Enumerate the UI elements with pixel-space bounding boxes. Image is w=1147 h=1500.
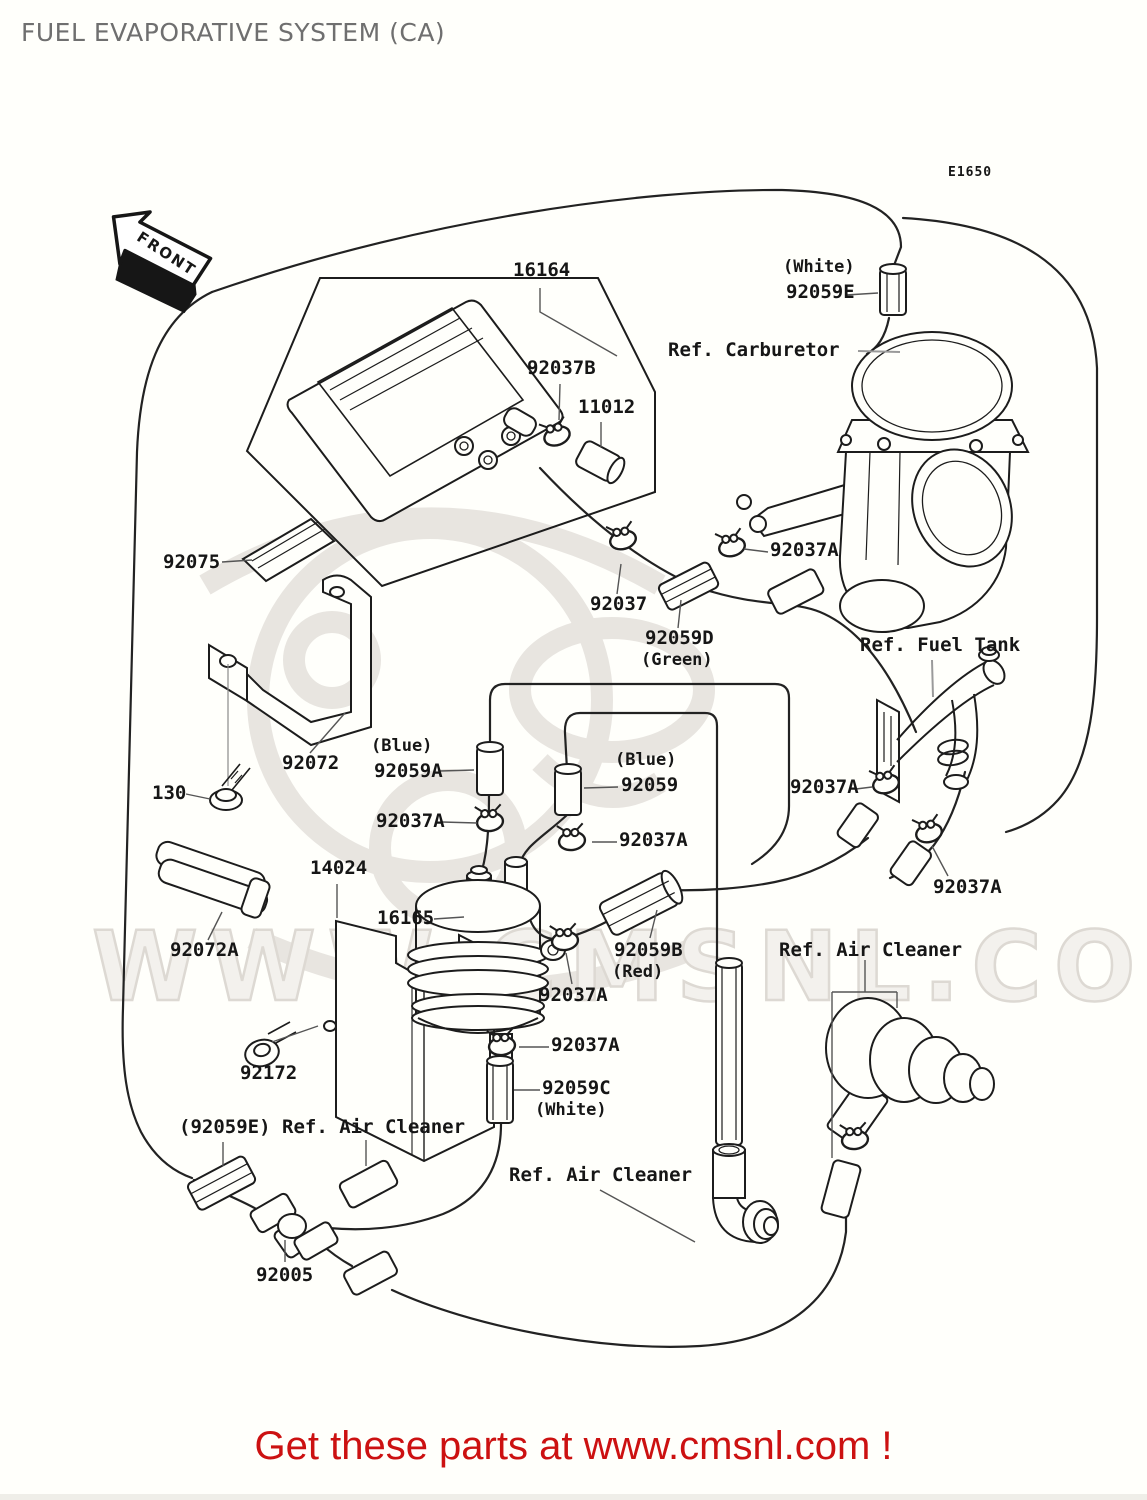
hose-joint-92059e [879, 263, 907, 316]
hose-joint [889, 840, 932, 887]
part-label-92072a: 92072A [170, 939, 239, 961]
part-label-16165: 16165 [377, 907, 435, 929]
separator-16165-drawing [407, 856, 566, 1072]
part-label-92059: 92059 [621, 774, 679, 796]
ref-label-air-cleaner-1: Ref. Air Cleaner [779, 939, 963, 961]
hose-joint [338, 1159, 399, 1209]
part-label-92059e-2: (92059E) [179, 1116, 271, 1138]
part-label-92059d: 92059D [645, 627, 714, 649]
part-label-92059a: 92059A [374, 760, 443, 782]
part-label-92037a-6: 92037A [539, 984, 608, 1006]
hose-tube-to-elbow [715, 957, 743, 1146]
diagram-code: E1650 [948, 165, 993, 180]
color-label-white: (White) [783, 257, 855, 277]
part-label-92075: 92075 [163, 551, 221, 573]
ref-label-air-cleaner-2: Ref. Air Cleaner [282, 1116, 466, 1138]
part-label-92037a-5: 92037A [933, 876, 1002, 898]
hose-joint-92059d [657, 561, 720, 611]
part-label-92072: 92072 [282, 752, 340, 774]
air-cleaner-duct-drawing [825, 997, 995, 1147]
leader-lines [185, 288, 949, 1262]
hose-joint-92059a [476, 741, 504, 796]
hose-joint [343, 1250, 398, 1296]
part-label-92037a-3: 92037A [619, 829, 688, 851]
part-label-92037a-4: 92037A [790, 776, 859, 798]
front-direction-arrow: FRONT [111, 210, 213, 314]
canister-16164-drawing [286, 299, 564, 523]
tee-fitting-92005-drawing [249, 1192, 339, 1261]
hose-joints [186, 263, 932, 1296]
color-label-white-2: (White) [535, 1100, 607, 1120]
strap-92072a-drawing [155, 840, 271, 919]
part-label-92059e: 92059E [786, 281, 855, 303]
color-label-red: (Red) [612, 962, 664, 982]
part-label-92037: 92037 [590, 593, 648, 615]
color-label-blue-1: (Blue) [371, 736, 433, 756]
canister-holder-11012-drawing [575, 440, 626, 485]
carburetor-drawing [736, 331, 1030, 633]
damper-92075-drawing [241, 517, 336, 583]
part-label-92059b: 92059B [614, 939, 683, 961]
color-label-blue-2: (Blue) [615, 750, 677, 770]
hose-joint [836, 802, 879, 849]
clamp-92037 [604, 519, 640, 554]
part-label-92037a-1: 92037A [770, 539, 839, 561]
page-title: FUEL EVAPORATIVE SYSTEM (CA) [21, 18, 446, 47]
canister-mount-panel-drawing [245, 277, 656, 588]
part-label-92037b: 92037B [527, 357, 596, 379]
ref-label-air-cleaner-3: Ref. Air Cleaner [509, 1164, 693, 1186]
part-label-16164: 16164 [513, 259, 571, 281]
clamp-92037a [713, 526, 749, 561]
bolt-130-drawing [209, 664, 251, 811]
ref-label-fuel-tank: Ref. Fuel Tank [860, 634, 1021, 656]
hose-joint-92059b [598, 869, 684, 936]
part-label-11012: 11012 [578, 396, 636, 418]
part-label-130: 130 [152, 782, 187, 804]
ref-leader-lines [857, 350, 934, 698]
hose-joint-92059 [554, 763, 582, 816]
part-label-14024: 14024 [310, 857, 368, 879]
hose-joint [820, 1159, 862, 1219]
elbow-fitting-drawing [711, 1143, 779, 1244]
part-label-92059c: 92059C [542, 1077, 611, 1099]
clamp-92037a [910, 812, 946, 847]
footer-promo-text: Get these parts at www.cmsnl.com ! [254, 1424, 893, 1468]
color-label-green: (Green) [641, 650, 713, 670]
part-label-92172: 92172 [240, 1062, 298, 1084]
bottom-divider [0, 1494, 1147, 1500]
hose-joint-92059c [486, 1055, 514, 1124]
part-label-92037a-2: 92037A [376, 810, 445, 832]
screw-92172-drawing [244, 1021, 297, 1068]
ref-label-carburetor: Ref. Carburetor [668, 339, 840, 361]
hose-joint-92059e-2 [186, 1155, 257, 1211]
part-label-92005: 92005 [256, 1264, 314, 1286]
part-label-92037a-7: 92037A [551, 1034, 620, 1056]
hose-joint [767, 568, 825, 615]
